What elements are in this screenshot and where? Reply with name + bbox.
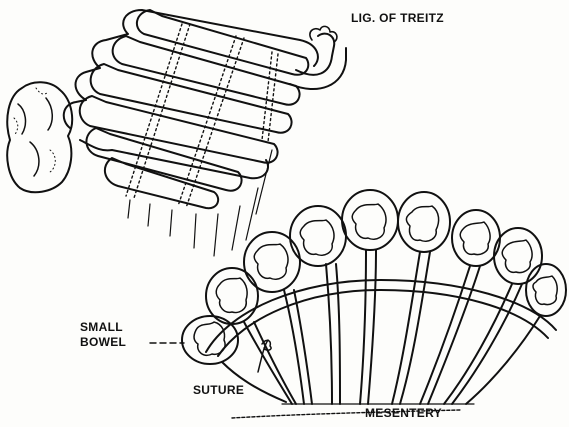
bowel-loop-2: [113, 36, 300, 105]
colon-mass: [7, 82, 72, 192]
bowel-loop-outer: [64, 10, 318, 128]
bowel-lumen-2: [216, 278, 247, 313]
bowel-bulb-3: [244, 232, 300, 292]
bowel-bulb-2: [206, 268, 258, 324]
mesentery-arch-inner: [218, 290, 548, 356]
mesentery-stalks: [222, 250, 540, 404]
bowel-bulb-9: [526, 264, 566, 316]
small-bowel-lumen: [194, 322, 225, 355]
bowel-lumen-5: [352, 204, 386, 239]
suture-label: SUTURE: [193, 383, 244, 397]
bowel-lumen-3: [254, 244, 288, 279]
bowel-bulb-7: [452, 210, 500, 266]
bowel-bulbs: [182, 190, 566, 364]
bowel-lumen-8: [502, 240, 532, 273]
small-bowel-label-line2: BOWEL: [80, 335, 126, 349]
bowel-bulb-5: [342, 190, 398, 250]
bowel-loop-4: [80, 96, 278, 163]
bowel-lumen-4: [300, 220, 334, 255]
bowel-lumen-6: [406, 206, 438, 241]
bowel-bulb-8: [494, 228, 542, 284]
colon-fold: [18, 98, 52, 176]
small-bowel-label-line1: SMALL: [80, 320, 123, 334]
bowel-bulb-6: [398, 192, 450, 252]
bowel-bulb-4: [290, 206, 346, 266]
ligament-of-treitz-label: LIG. OF TREITZ: [351, 11, 444, 25]
bowel-lumen-9: [533, 276, 557, 305]
colon-texture: [14, 88, 55, 172]
mesentery-label: MESENTERY: [365, 406, 442, 420]
bowel-lumen-7: [460, 222, 490, 255]
